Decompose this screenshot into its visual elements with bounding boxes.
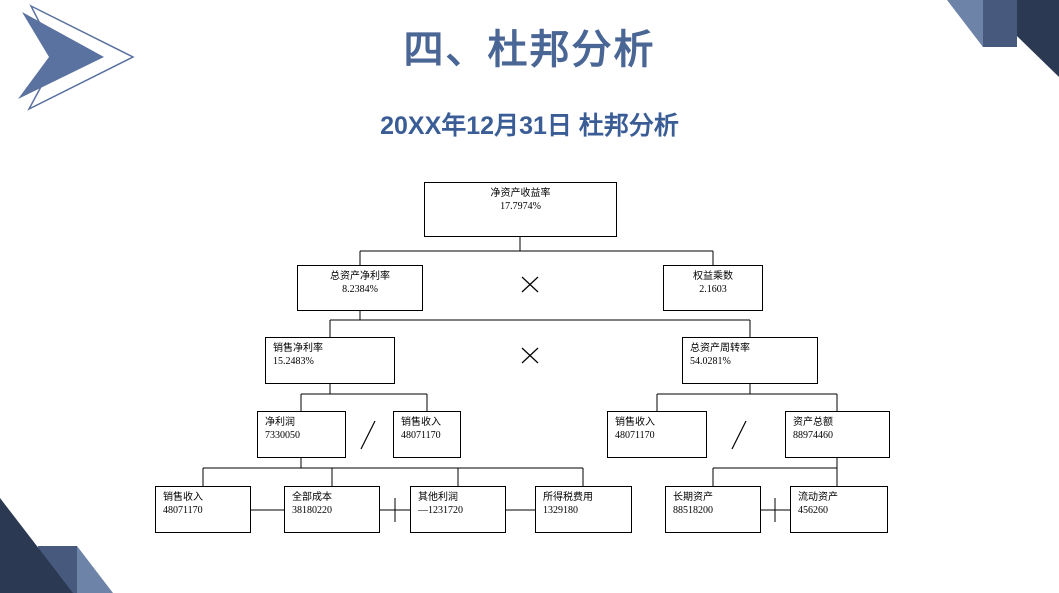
node-other-profit: 其他利润 —1231720 [410, 486, 506, 533]
node-label: 净利润 [265, 417, 295, 428]
node-value: 88518200 [673, 505, 713, 516]
node-label: 流动资产 [798, 492, 838, 503]
node-value: 456260 [798, 505, 828, 516]
node-label: 长期资产 [673, 492, 713, 503]
node-net-profit: 净利润 7330050 [257, 411, 346, 458]
multiply-icon [521, 276, 539, 293]
divide-icon [360, 420, 376, 450]
node-label: 所得税费用 [543, 492, 593, 503]
node-label: 销售净利率 [273, 343, 323, 354]
node-value: 38180220 [292, 505, 332, 516]
node-sales-revenue-bottom: 销售收入 48071170 [155, 486, 251, 533]
node-total-asset-net-margin: 总资产净利率 8.2384% [297, 265, 423, 311]
node-label: 销售收入 [615, 417, 655, 428]
node-value: 88974460 [793, 430, 833, 441]
node-roe: 净资产收益率 17.7974% [424, 182, 617, 237]
node-value: 15.2483% [273, 356, 314, 367]
node-equity-multiplier: 权益乘数 2.1603 [663, 265, 763, 311]
node-label: 其他利润 [418, 492, 458, 503]
plus-icon [380, 498, 410, 522]
top-right-corner-decoration [947, 0, 1059, 77]
node-value: 1329180 [543, 505, 578, 516]
page-title: 四、杜邦分析 [403, 28, 656, 72]
node-total-cost: 全部成本 38180220 [284, 486, 380, 533]
page-subtitle: 20XX年12月31日 杜邦分析 [380, 112, 679, 140]
node-sales-revenue-right: 销售收入 48071170 [607, 411, 707, 458]
node-label: 权益乘数 [693, 271, 733, 282]
node-value: 17.7974% [500, 201, 541, 212]
node-value: —1231720 [418, 505, 463, 516]
node-current-assets: 流动资产 456260 [790, 486, 888, 533]
node-label: 净资产收益率 [490, 188, 551, 199]
node-value: 54.0281% [690, 356, 731, 367]
node-value: 48071170 [615, 430, 655, 441]
arrow-decoration-icon [18, 4, 135, 111]
node-value: 48071170 [401, 430, 441, 441]
node-income-tax-expense: 所得税费用 1329180 [535, 486, 632, 533]
divide-icon [731, 420, 747, 450]
node-label: 总资产周转率 [690, 343, 750, 354]
node-label: 总资产净利率 [330, 271, 390, 282]
node-label: 全部成本 [292, 492, 332, 503]
node-total-asset-turnover: 总资产周转率 54.0281% [682, 337, 818, 384]
plus-icon [761, 498, 790, 522]
node-sales-revenue-left: 销售收入 48071170 [393, 411, 461, 458]
node-sales-net-margin: 销售净利率 15.2483% [265, 337, 395, 384]
node-label: 销售收入 [401, 417, 441, 428]
node-value: 7330050 [265, 430, 300, 441]
node-long-term-assets: 长期资产 88518200 [665, 486, 761, 533]
node-value: 8.2384% [342, 284, 378, 295]
node-label: 销售收入 [163, 492, 203, 503]
connector-lines [202, 237, 838, 486]
multiply-icon [521, 347, 539, 364]
bottom-left-corner-decoration [0, 498, 113, 593]
node-value: 2.1603 [699, 284, 727, 295]
node-value: 48071170 [163, 505, 203, 516]
node-total-assets: 资产总额 88974460 [785, 411, 890, 458]
node-label: 资产总额 [793, 417, 833, 428]
